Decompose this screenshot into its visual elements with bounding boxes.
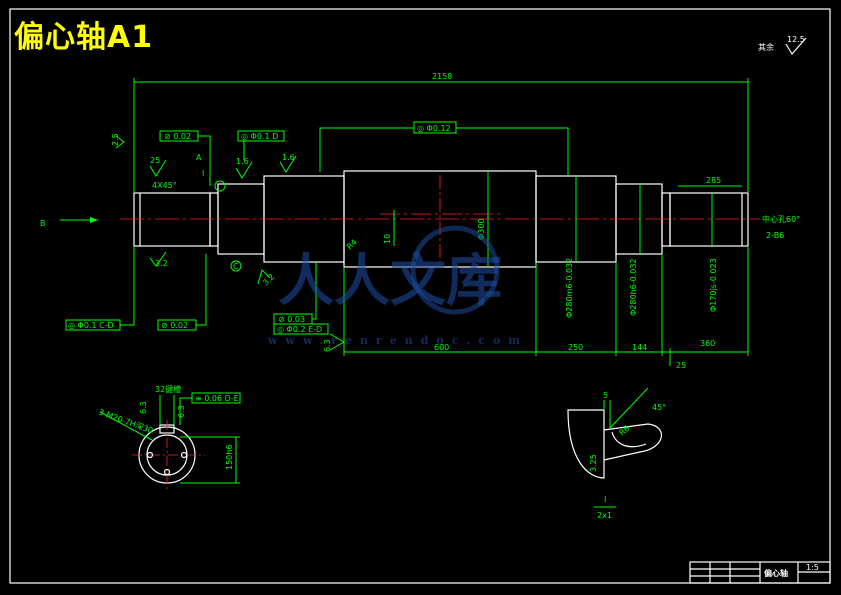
overall-length-dim: 2158 [133, 72, 749, 192]
roughness-32b: 3.2 [261, 272, 276, 287]
tolerance-7-text: ◎ Φ0.2 E-D [277, 325, 322, 334]
detail-r8: R8 [618, 424, 632, 438]
detail-scale: 2x1 [597, 511, 612, 520]
detail-i-view: 5 45° R8 3.25 I 2x1 [567, 387, 666, 520]
dim-250: 250 [568, 343, 583, 352]
center-hole-note: 中心孔60° [762, 214, 800, 224]
roughness-25: 25 [150, 156, 160, 165]
tolerance-frame-3: ◎ Φ0.12 [319, 121, 569, 176]
outer-frame [9, 8, 831, 584]
roughness-16b: 1.6 [282, 153, 295, 162]
roughness-63b: 6.3 [139, 401, 148, 414]
dim-360: 360 [700, 339, 715, 348]
detail-d325: 3.25 [589, 454, 598, 472]
dim-25: 25 [676, 361, 686, 370]
detail-d45: 45° [652, 403, 666, 412]
tolerance-2-text: ◎ Φ0.1 D [241, 132, 278, 141]
centerlines [120, 175, 760, 262]
dia-280b: Φ280m6-0.032 [565, 258, 574, 318]
roughness-63c: 6.3 [177, 405, 186, 418]
overall-length-text: 2158 [432, 72, 452, 81]
dia-300: Φ300 [477, 218, 486, 240]
section-c-circle [230, 260, 242, 272]
tolerance-1-text: ⊘ 0.02 [164, 132, 191, 141]
tolerance-3-text: ◎ Φ0.12 [417, 124, 451, 133]
detail-i-circle [214, 180, 226, 192]
detail-d5: 5 [603, 391, 608, 400]
cross-section: 150h6 32键槽 3-M20-7H深30 ≡ 0.06 D-E 6.3 6.… [97, 384, 241, 490]
center-hole-note-2: 2-B6 [766, 231, 784, 240]
section-c-label: C [233, 262, 239, 271]
roughness-63: 6.3 [323, 339, 332, 352]
dim-150: 150h6 [225, 445, 234, 470]
detail-i-title: I [604, 495, 606, 504]
dia-280: Φ280h6-0.032 [629, 258, 638, 316]
roughness-25b: 2.5 [111, 133, 120, 146]
title-block: 偏心轴 1:5 [689, 561, 831, 584]
tolerance-8-text: ≡ 0.06 D-E [195, 394, 239, 403]
dia-170: Φ170js-0.023 [709, 258, 718, 312]
watermark: 人人文库 www.renrendoc.com [267, 225, 528, 347]
tolerance-frame-4: ◎ Φ0.1 C-D [65, 246, 135, 331]
tolerance-6-text: ⊘ 0.03 [278, 315, 305, 324]
chamfer-text: 4X45° [152, 181, 177, 190]
tolerance-frame-6: ⊘ 0.03 ◎ Φ0.2 E-D [273, 262, 329, 335]
title-block-scale: 1:5 [806, 563, 819, 572]
view-b-arrow [60, 217, 98, 223]
tolerance-5-text: ⊘ 0.02 [161, 321, 188, 330]
dim-285-group: 285 [678, 176, 742, 187]
roughness-note-value: 12.5 [787, 35, 805, 44]
title-block-name: 偏心轴 [764, 568, 788, 578]
detail-i-marker: I [202, 169, 204, 178]
roughness-symbols: 25 1.6 1.6 3.2 2.5 6.3 3.2 [111, 133, 346, 352]
watermark-url: www.renrendoc.com [267, 334, 528, 347]
tolerance-4-text: ◎ Φ0.1 C-D [68, 321, 114, 330]
roughness-note-symbol: 12.5 [785, 35, 807, 56]
dim-600: 600 [434, 343, 449, 352]
drawing-title: 偏心轴A1 [14, 20, 154, 55]
roughness-note-label: 其余 [758, 42, 774, 52]
dim-144: 144 [632, 343, 647, 352]
tolerance-frame-2: ◎ Φ0.1 D [237, 130, 285, 160]
dim-285: 285 [706, 176, 721, 185]
tolerance-frame-1: ⊘ 0.02 [159, 130, 211, 186]
tolerance-frame-5: ⊘ 0.02 [157, 254, 207, 331]
bottom-dimensions: 600 250 144 360 25 [343, 246, 749, 370]
roughness-16a: 1.6 [236, 157, 249, 166]
keyway-label: 32键槽 [155, 384, 181, 394]
view-b-label: B [40, 219, 46, 228]
ecc-10: 10 [383, 234, 392, 244]
view-a-label: A [196, 153, 202, 162]
roughness-32: 3.2 [155, 259, 168, 268]
watermark-text: 人人文库 [278, 248, 502, 314]
